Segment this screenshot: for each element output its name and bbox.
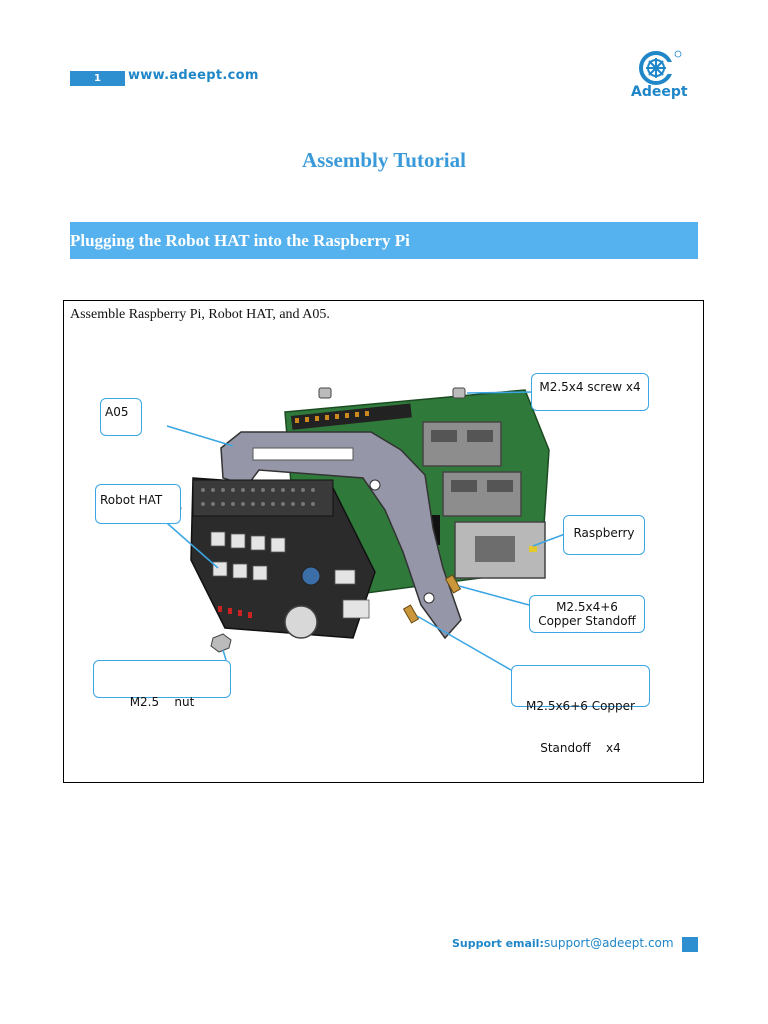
page-number-badge: 1 <box>70 71 125 86</box>
website-url[interactable]: www.adeept.com <box>128 68 259 83</box>
label-m25-nut: M2.5 nut <box>93 660 231 709</box>
ethernet-port <box>454 521 546 579</box>
label-m25x6-6-standoff: M2.5x6+6 Copper Standoff x4 <box>511 665 650 755</box>
assembly-instruction: Assemble Raspberry Pi, Robot HAT, and A0… <box>70 307 330 322</box>
robot-hat-board <box>190 477 376 639</box>
label-raspberry: Raspberry <box>563 515 645 555</box>
label-robot-hat: Robot HAT <box>95 484 181 524</box>
usb-ports <box>422 421 522 517</box>
footer-decoration <box>682 937 698 952</box>
brand-name: Adeept <box>631 84 688 100</box>
adeept-logo-icon <box>639 50 682 85</box>
label-m25x4-screw: M2.5x4 screw x4 <box>531 373 649 411</box>
label-m25x4-6-standoff: M2.5x4+6 Copper Standoff <box>529 595 645 633</box>
a05-acrylic-bracket <box>220 431 462 640</box>
support-email-label: Support email: <box>452 937 544 950</box>
document-title: Assembly Tutorial <box>302 148 466 172</box>
support-email-link[interactable]: support@adeept.com <box>544 936 674 950</box>
figure-frame <box>63 300 704 783</box>
label-a05: A05 <box>100 398 142 436</box>
leader-lines <box>158 391 566 671</box>
section-heading-bar: Plugging the Robot HAT into the Raspberr… <box>70 222 698 259</box>
section-heading: Plugging the Robot HAT into the Raspberr… <box>70 231 410 250</box>
